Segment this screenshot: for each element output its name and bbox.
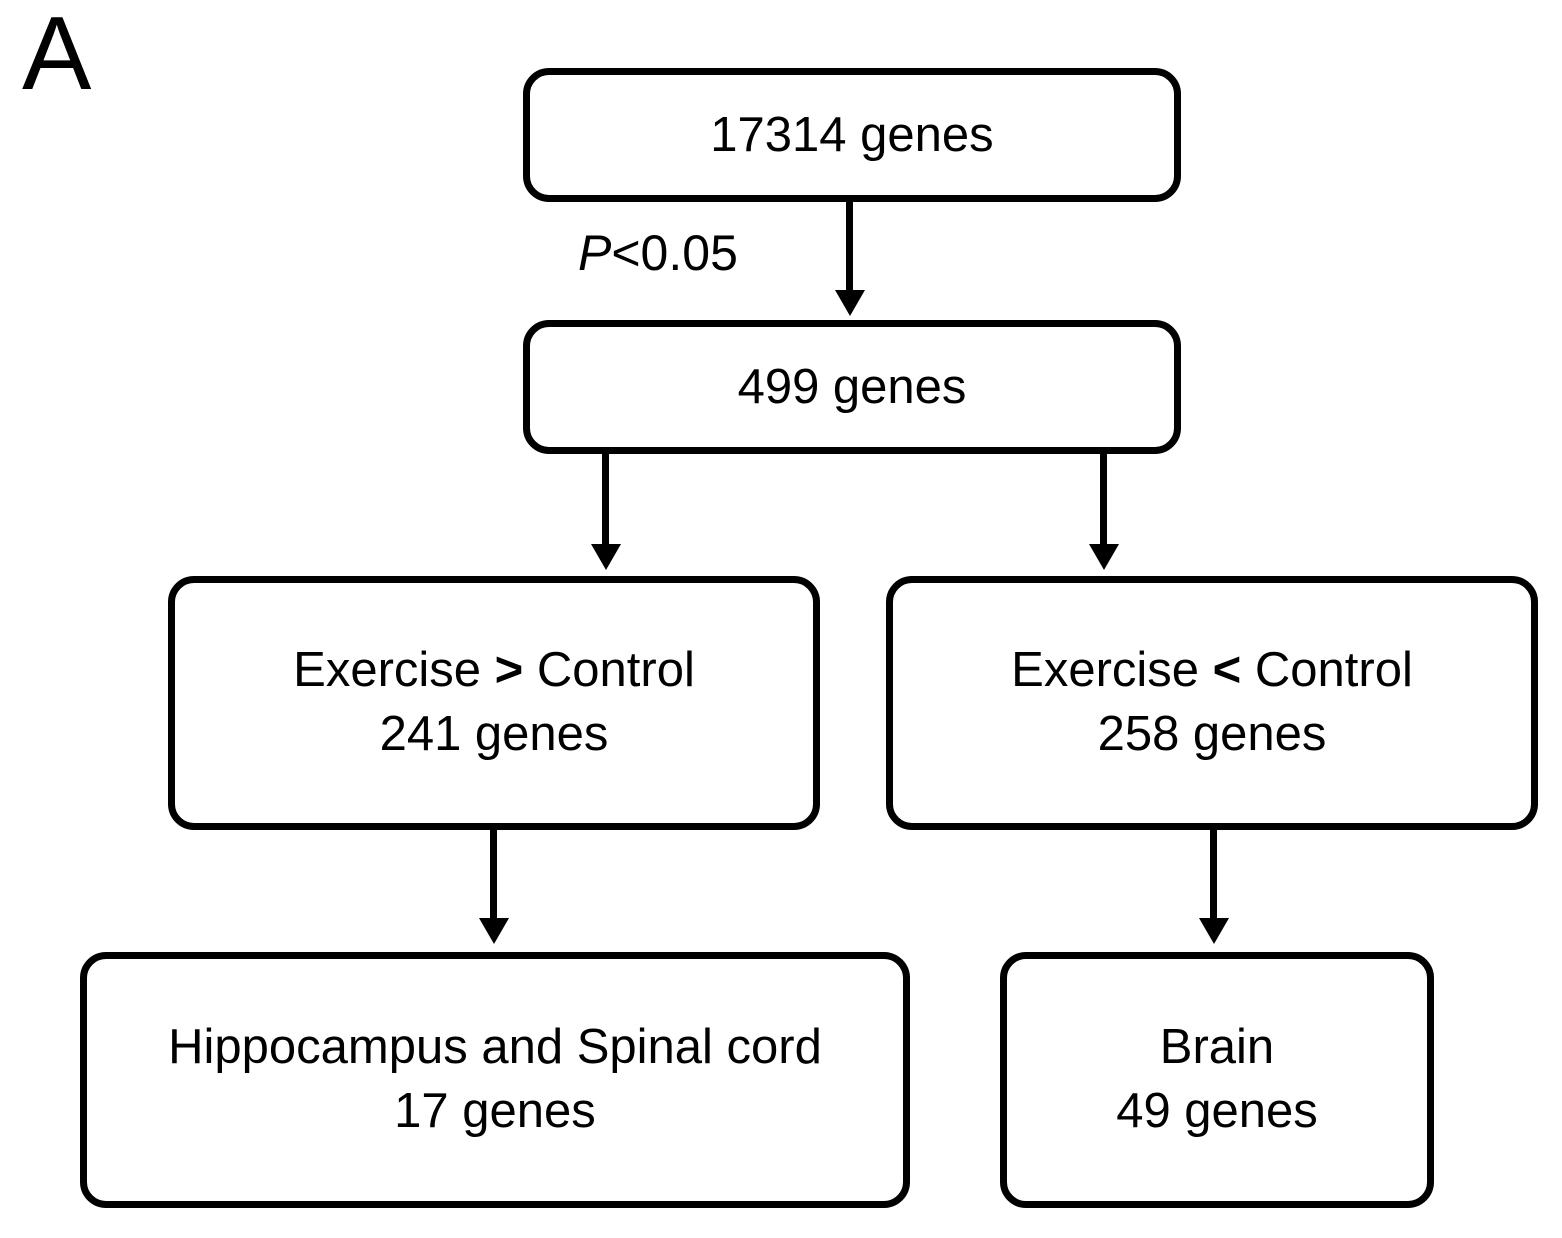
node-all-genes: 17314 genes [523, 68, 1181, 202]
node-upregulated-label: Exercise > Control 241 genes [279, 639, 709, 766]
arrow-shaft [490, 830, 497, 922]
node-downregulated-prefix: Exercise [1011, 643, 1213, 698]
greater-than-icon: > [494, 643, 524, 698]
node-down-tissue-count: 49 genes [1116, 1084, 1318, 1138]
arrow-shaft [846, 202, 853, 294]
arrow-shaft [1100, 454, 1107, 548]
arrow-head-icon [835, 290, 865, 316]
node-significant-genes: 499 genes [523, 320, 1181, 454]
pvalue-symbol: P [578, 225, 612, 281]
node-upregulated-suffix: Control [523, 643, 695, 698]
node-down-tissue: Brain 49 genes [1000, 952, 1434, 1208]
node-downregulated-label: Exercise < Control 258 genes [997, 639, 1427, 766]
less-than-icon: < [1212, 643, 1242, 698]
node-all-genes-label: 17314 genes [710, 107, 994, 162]
node-up-tissue-label: Hippocampus and Spinal cord 17 genes [154, 1016, 836, 1143]
node-up-tissue: Hippocampus and Spinal cord 17 genes [80, 952, 910, 1208]
arrow-head-icon [1089, 544, 1119, 570]
arrow-head-icon [591, 544, 621, 570]
edge-label-pvalue: P<0.05 [578, 228, 738, 278]
panel-label: A [22, 0, 92, 112]
node-upregulated-prefix: Exercise [293, 643, 495, 698]
node-up-tissue-count: 17 genes [394, 1084, 596, 1138]
arrow-shaft [602, 454, 609, 548]
node-downregulated: Exercise < Control 258 genes [886, 576, 1538, 830]
node-downregulated-count: 258 genes [1097, 707, 1327, 761]
node-downregulated-suffix: Control [1241, 643, 1413, 698]
node-down-tissue-label: Brain 49 genes [1102, 1016, 1332, 1143]
node-upregulated-count: 241 genes [379, 707, 609, 761]
arrow-head-icon [479, 918, 509, 944]
arrow-shaft [1210, 830, 1217, 922]
node-up-tissue-name: Hippocampus and Spinal cord [168, 1020, 822, 1075]
node-significant-genes-label: 499 genes [737, 359, 967, 414]
pvalue-threshold: <0.05 [611, 225, 738, 281]
arrow-head-icon [1199, 918, 1229, 944]
node-upregulated: Exercise > Control 241 genes [168, 576, 820, 830]
node-down-tissue-name: Brain [1159, 1020, 1275, 1075]
